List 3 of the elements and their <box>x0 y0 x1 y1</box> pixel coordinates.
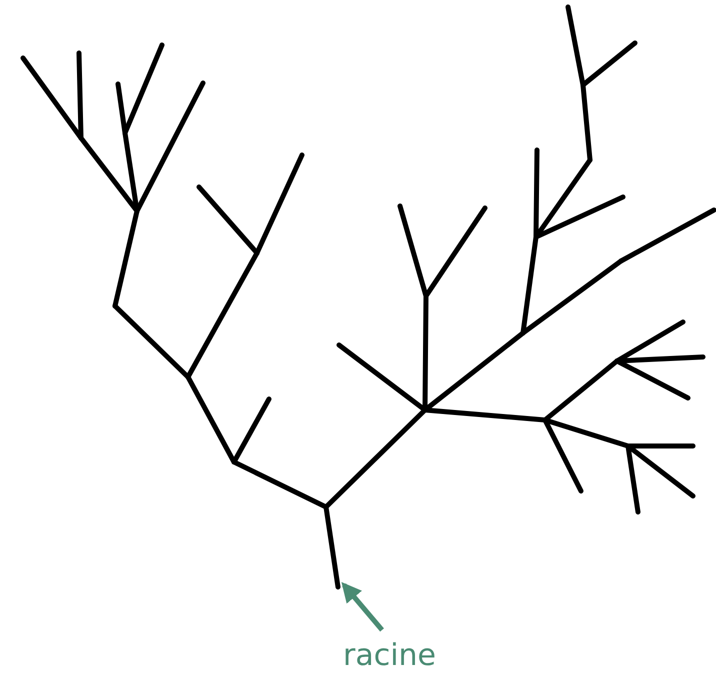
tree-drawing <box>20 4 716 590</box>
leader-arrow <box>341 582 384 632</box>
root-label: racine <box>343 638 436 673</box>
